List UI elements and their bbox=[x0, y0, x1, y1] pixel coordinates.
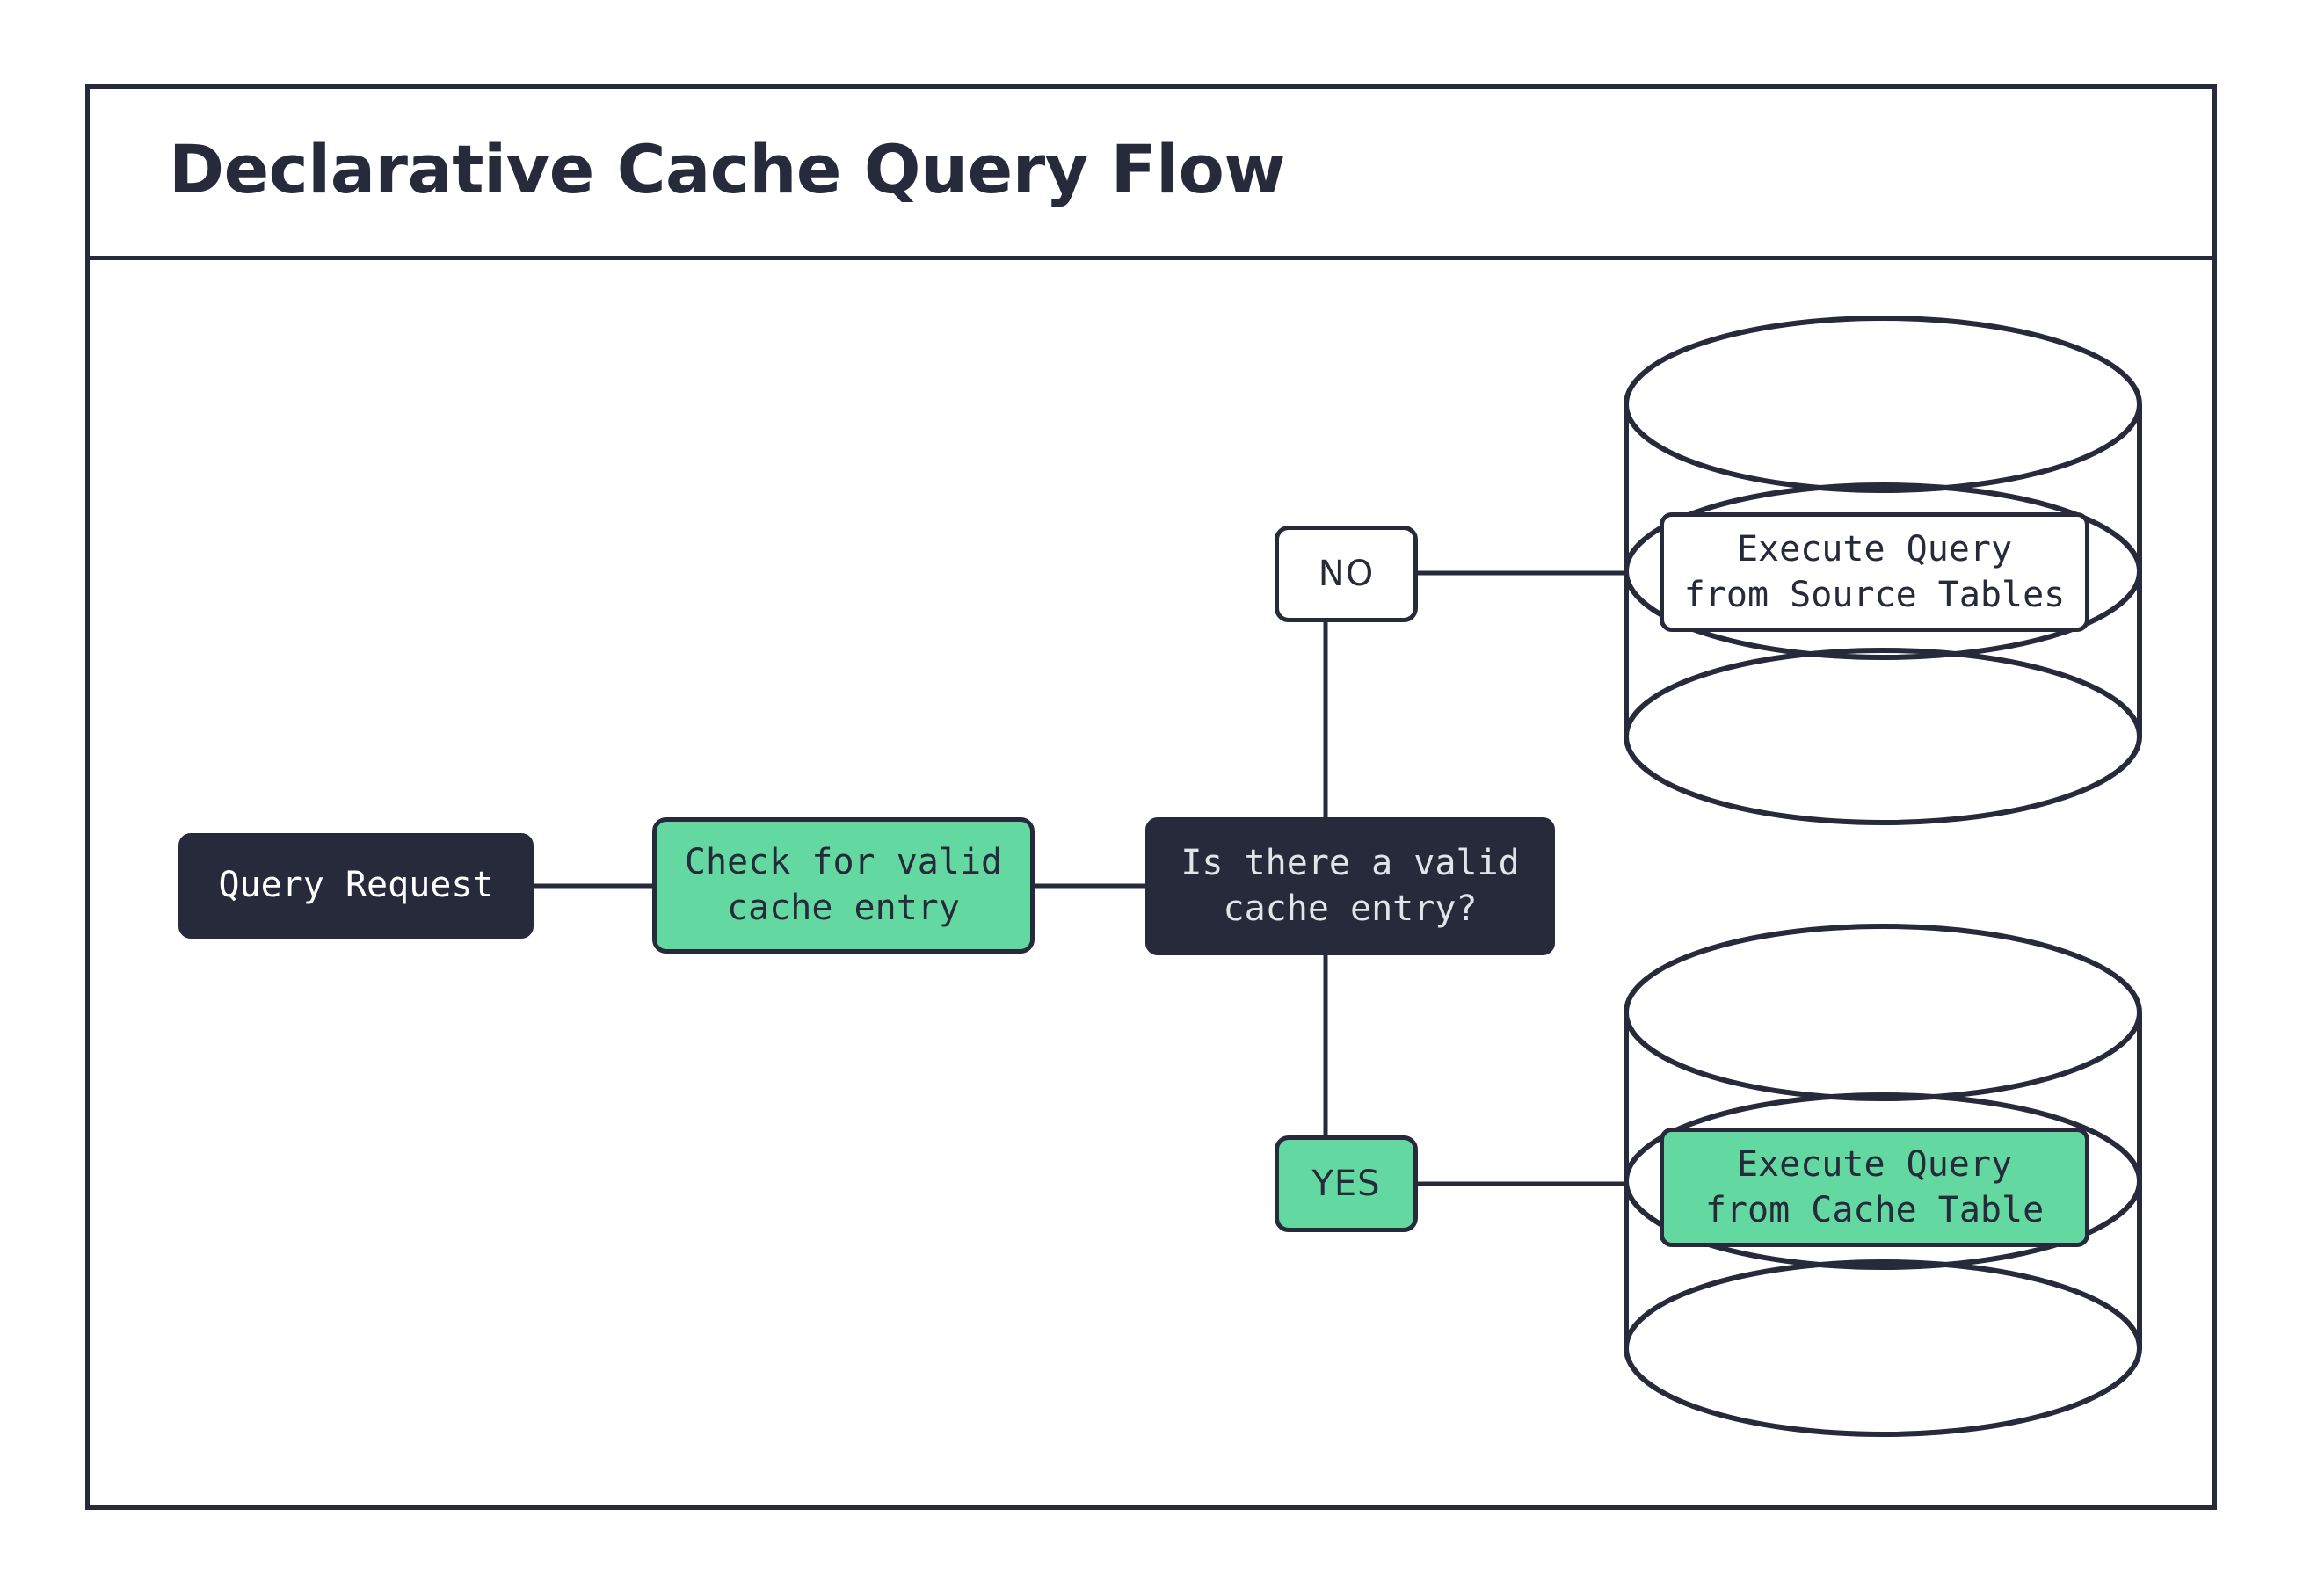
node-query-request[interactable]: Query Request bbox=[178, 833, 534, 939]
branch-label-no[interactable]: NO bbox=[1275, 526, 1418, 622]
diagram-frame bbox=[85, 84, 2217, 1510]
node-execute-query-from-cache-table[interactable]: Execute Query from Cache Table bbox=[1660, 1128, 2089, 1247]
node-decision-valid-cache-entry[interactable]: Is there a valid cache entry? bbox=[1145, 817, 1555, 955]
page-title: Declarative Cache Query Flow bbox=[169, 130, 1286, 208]
node-execute-query-from-source-tables[interactable]: Execute Query from Source Tables bbox=[1660, 512, 2089, 632]
node-check-for-valid-cache-entry[interactable]: Check for valid cache entry bbox=[652, 817, 1035, 954]
branch-label-yes[interactable]: YES bbox=[1275, 1135, 1418, 1232]
